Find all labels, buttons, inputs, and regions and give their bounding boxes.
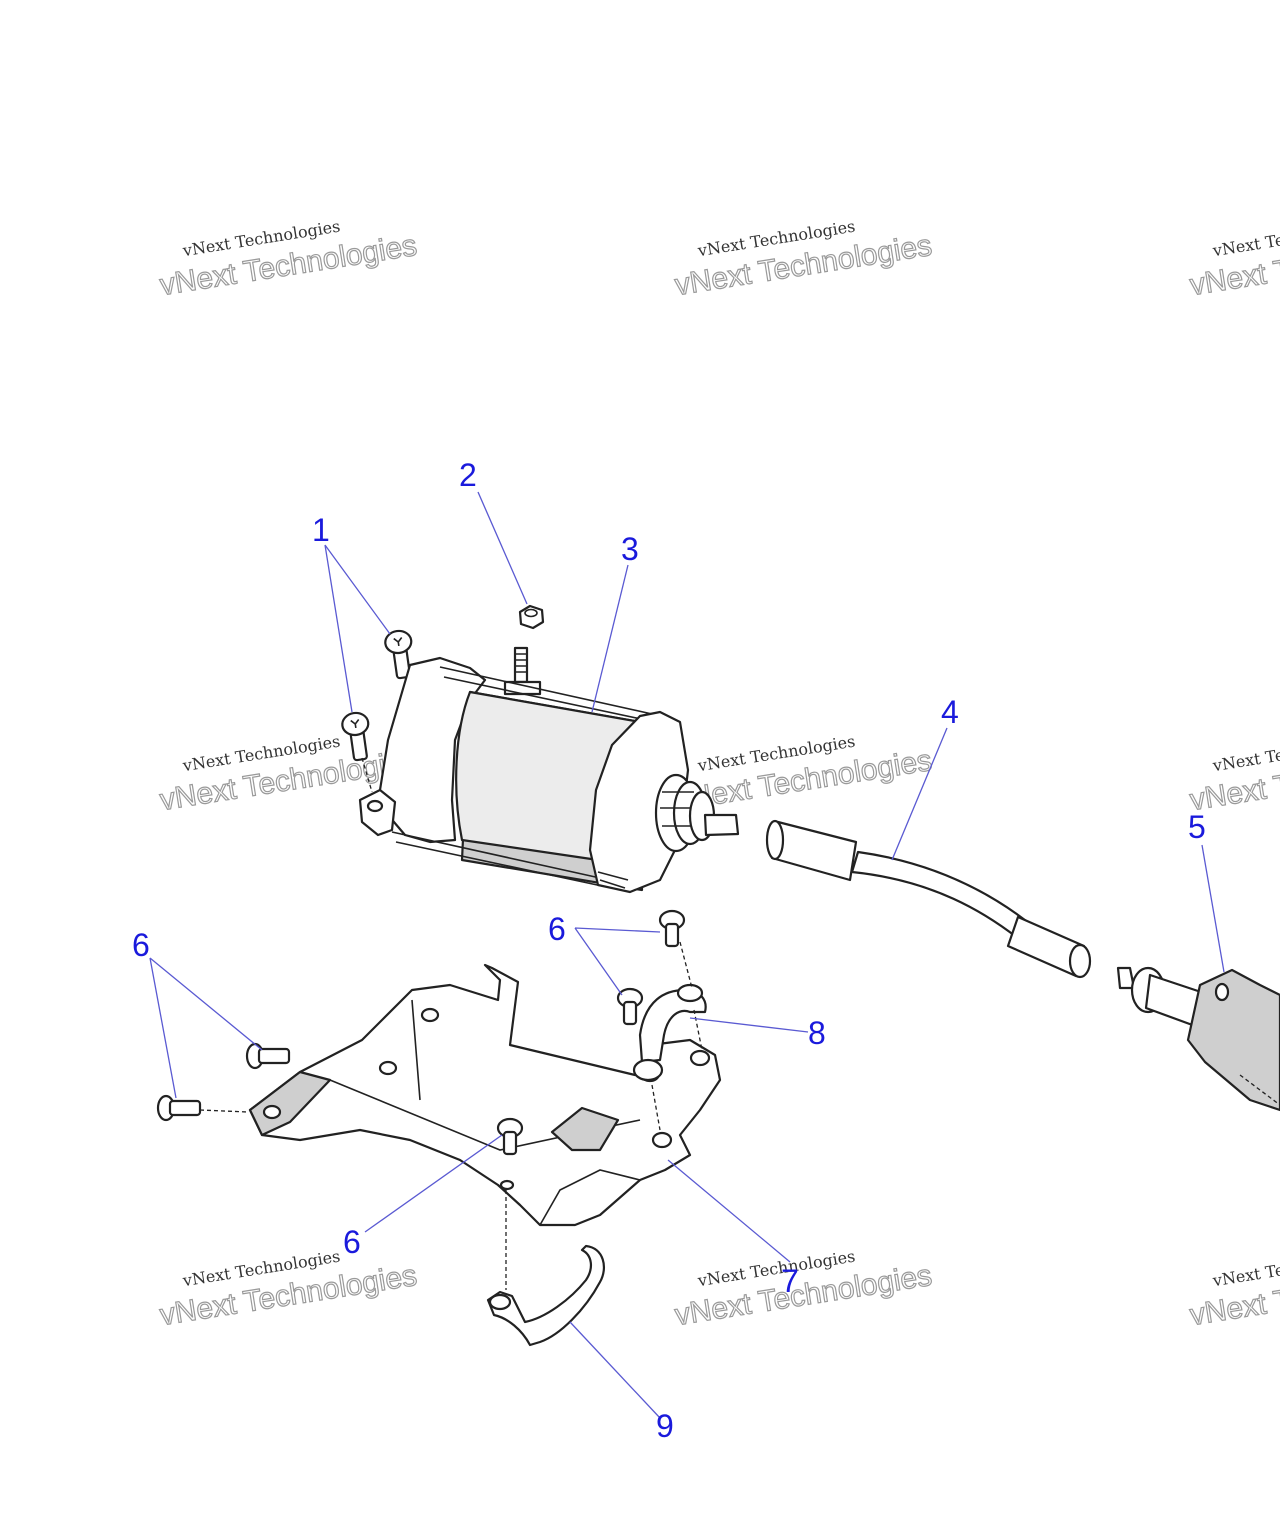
watermark: vNext Technologies vNext Technologies xyxy=(1187,217,1280,303)
leader-lines xyxy=(149,491,1225,1419)
callout-2[interactable]: 2 xyxy=(459,457,477,493)
callout-6-left[interactable]: 6 xyxy=(132,927,150,963)
watermark-small: vNext Technologies xyxy=(1211,732,1280,776)
callout-6-top[interactable]: 6 xyxy=(548,911,566,947)
watermark-small: vNext Technologies xyxy=(1211,1247,1280,1291)
nut-part-2[interactable] xyxy=(518,604,545,630)
strap-part-9[interactable] xyxy=(486,1190,605,1347)
watermark: vNext Technologies vNext Technologies xyxy=(672,1247,935,1333)
callout-8[interactable]: 8 xyxy=(808,1015,826,1051)
callout-6-bottom[interactable]: 6 xyxy=(343,1224,361,1260)
watermark: vNext Technologies vNext Technologies xyxy=(1187,732,1280,818)
callout-4[interactable]: 4 xyxy=(941,694,959,730)
clamp-part-8[interactable] xyxy=(632,941,707,1131)
watermark-small: vNext Technologies xyxy=(1211,217,1280,261)
callout-5[interactable]: 5 xyxy=(1188,809,1206,845)
watermarks: vNext Technologies vNext Technologies vN… xyxy=(157,217,1280,1333)
callout-7[interactable]: 7 xyxy=(781,1263,799,1299)
starter-drive-part-5[interactable] xyxy=(1116,966,1280,1112)
watermark: vNext Technologies vNext Technologies xyxy=(157,217,420,303)
cable-sleeve-part-4[interactable] xyxy=(765,819,1092,979)
callout-9[interactable]: 9 xyxy=(656,1408,674,1444)
callout-3[interactable]: 3 xyxy=(621,531,639,567)
starter-motor-part-3[interactable] xyxy=(358,646,740,894)
mounting-bracket-part-7[interactable] xyxy=(248,963,722,1227)
callouts: 1 2 3 4 5 6 6 6 7 8 9 xyxy=(132,457,1206,1444)
watermark: vNext Technologies vNext Technologies xyxy=(1187,1247,1280,1333)
watermark: vNext Technologies vNext Technologies xyxy=(157,1247,420,1333)
bolt-part-6[interactable] xyxy=(156,909,686,1156)
callout-1[interactable]: 1 xyxy=(312,512,330,548)
screw-part-1[interactable] xyxy=(341,629,416,793)
watermark: vNext Technologies vNext Technologies xyxy=(672,217,935,303)
